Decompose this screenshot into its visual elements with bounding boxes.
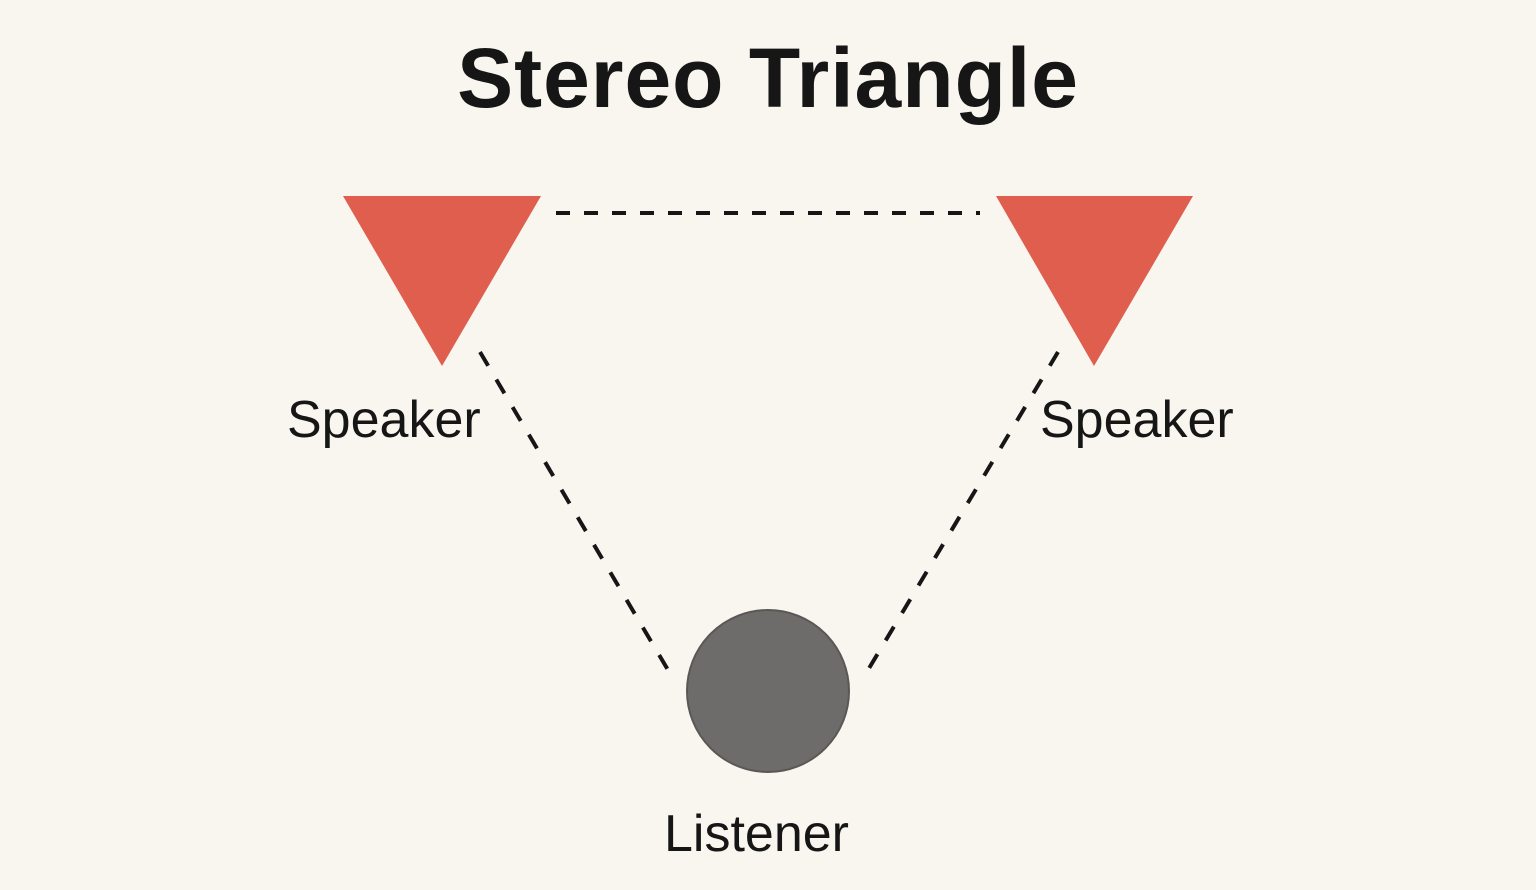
left-speaker-icon <box>343 196 541 366</box>
right-speaker-icon <box>996 196 1193 366</box>
left-speaker-label: Speaker <box>287 391 481 449</box>
diagram-title: Stereo Triangle <box>457 31 1079 125</box>
left-speaker-to-listener-line <box>478 350 670 672</box>
listener-icon <box>686 609 850 773</box>
listener-label: Listener <box>664 805 849 863</box>
right-speaker-to-listener-line <box>866 350 1060 672</box>
right-speaker-label: Speaker <box>1040 391 1234 449</box>
